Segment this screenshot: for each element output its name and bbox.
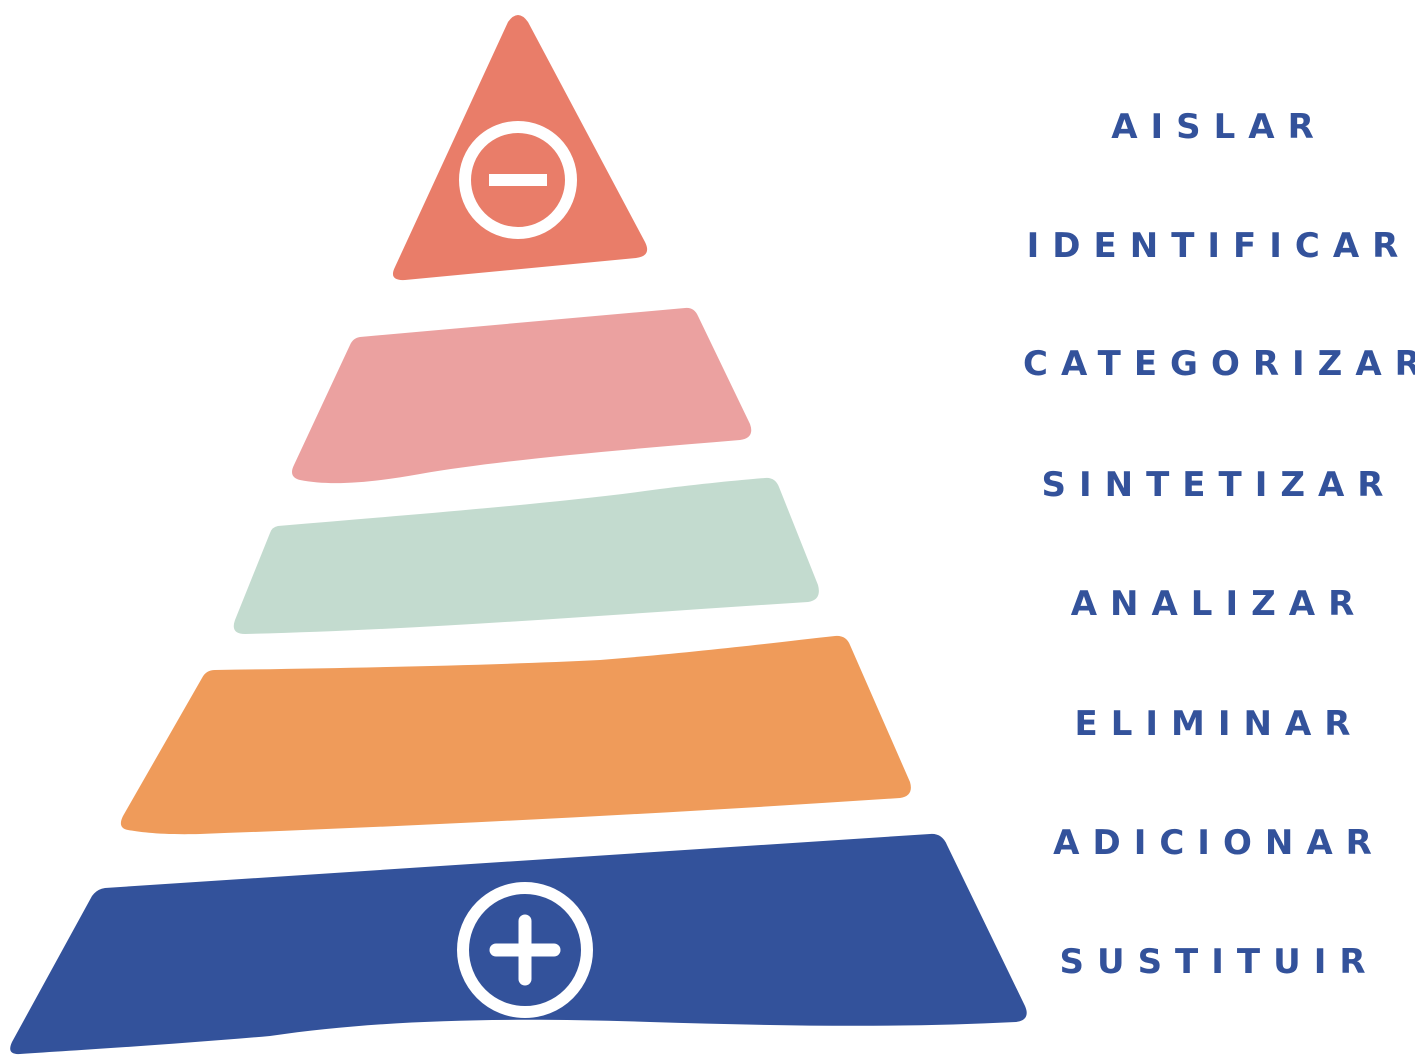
label-sustituir: SUSTITUIR (1059, 942, 1379, 982)
plus-circle-icon (457, 882, 593, 1018)
label-identificar: IDENTIFICAR (1026, 226, 1412, 266)
step-labels: AISLAR IDENTIFICAR CATEGORIZAR SINTETIZA… (1010, 0, 1415, 1055)
pyramid-tier-4 (120, 635, 911, 835)
label-analizar: ANALIZAR (1070, 584, 1368, 624)
pyramid-tier-2 (292, 307, 752, 484)
label-aislar: AISLAR (1111, 107, 1327, 147)
label-adicionar: ADICIONAR (1053, 823, 1385, 863)
pyramid-tier-top (392, 15, 648, 281)
label-sintetizar: SINTETIZAR (1041, 465, 1397, 505)
minus-circle-icon (459, 121, 577, 239)
label-eliminar: ELIMINAR (1074, 704, 1364, 744)
label-categorizar: CATEGORIZAR (1023, 344, 1415, 384)
pyramid-tier-3 (233, 477, 819, 634)
pyramid-diagram (10, 15, 1027, 1055)
